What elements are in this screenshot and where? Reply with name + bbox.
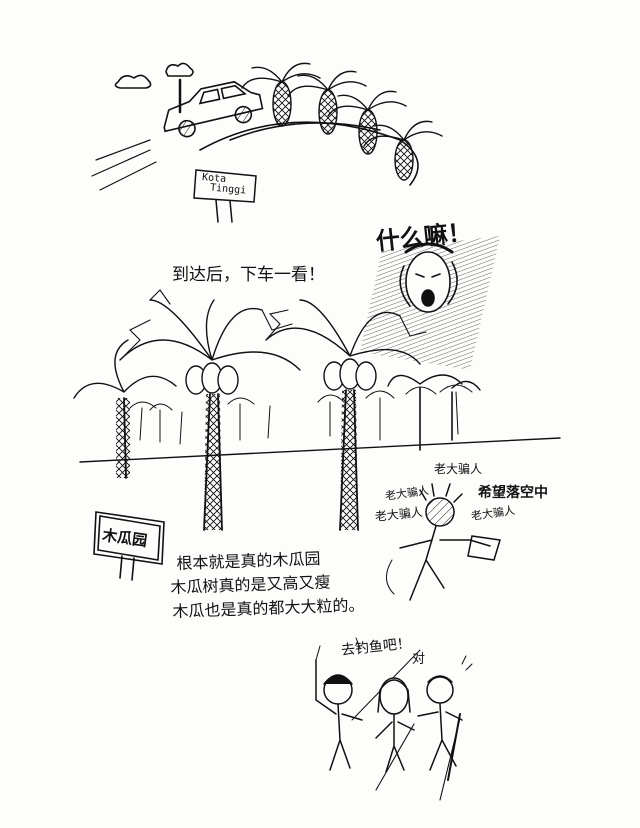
- papaya-tree-2: [265, 299, 427, 531]
- ground-line: [79, 437, 561, 463]
- panel-1-drawing: [91, 62, 443, 223]
- cloud-smoke: [165, 62, 194, 77]
- panel-2-drawing: [360, 236, 500, 370]
- shocked-face: [405, 251, 451, 313]
- car: [163, 80, 264, 138]
- friend-2: [375, 677, 415, 773]
- palm-cluster-right: [387, 374, 481, 451]
- hope-dashed-text: 希望落空中: [478, 485, 548, 501]
- palm-cluster-left: [73, 339, 177, 479]
- rod-lines: [375, 717, 461, 801]
- disappointed-man: [386, 483, 501, 601]
- hill-road: [229, 122, 381, 141]
- cloud-small: [114, 74, 152, 89]
- friend-3: [417, 675, 463, 781]
- papaya-orchard-sign: [93, 511, 165, 581]
- palm-trees-hill: [241, 62, 443, 181]
- kota-tinggi-sign: [193, 169, 257, 223]
- papaya-tree-1: [119, 289, 301, 531]
- agree-speech: 对: [412, 652, 426, 667]
- arrival-caption: 到达后，下车一看！: [172, 265, 325, 285]
- panel-4-drawing: [315, 637, 473, 801]
- liar-text-1: 老大骗人: [434, 462, 483, 476]
- motion-lines: [91, 139, 157, 191]
- friend-1: [315, 645, 363, 771]
- panel-3-drawing: [73, 289, 561, 601]
- hands-on-head: [399, 261, 458, 307]
